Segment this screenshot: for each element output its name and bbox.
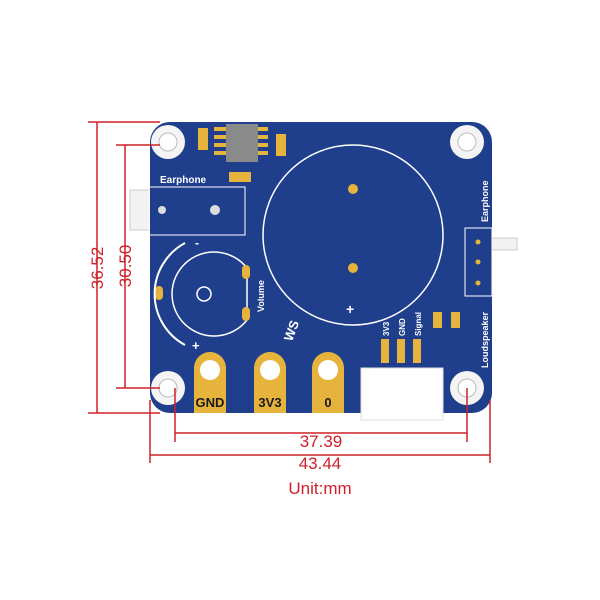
dimension-height-outer: 36.52 xyxy=(88,247,107,290)
volume-potentiometer xyxy=(153,242,250,346)
amplifier-chip xyxy=(198,124,286,182)
earphone-jack-outline xyxy=(148,186,246,236)
volume-plus-mark: + xyxy=(192,338,200,353)
dimension-width-inner: 37.39 xyxy=(300,432,343,451)
earphone-label: Earphone xyxy=(160,175,207,186)
header-connector xyxy=(360,367,444,421)
svg-text:0: 0 xyxy=(324,395,331,410)
dimension-height-inner: 30.50 xyxy=(116,245,135,288)
speaker-pad xyxy=(348,263,358,273)
header-pin xyxy=(413,339,421,363)
connector-pin xyxy=(475,280,481,286)
edge-pad-gnd: GND xyxy=(194,352,226,413)
header-pin xyxy=(381,339,389,363)
edge-pad-0: 0 xyxy=(312,352,344,413)
volume-label: Volume xyxy=(256,280,266,312)
header-label-gnd: GND xyxy=(398,318,407,336)
loudspeaker-label: Loudspeaker xyxy=(480,311,490,368)
header-label-signal: Signal xyxy=(414,312,423,336)
header-pin xyxy=(397,339,405,363)
dimension-lines xyxy=(88,121,491,463)
pcb-board xyxy=(150,122,492,413)
smd-component xyxy=(433,312,442,328)
jack-hole xyxy=(158,206,166,214)
connector-pin xyxy=(475,239,481,245)
unit-label: Unit:mm xyxy=(288,479,351,498)
earphone-side-label: Earphone xyxy=(480,180,490,222)
header-label-3v3: 3V3 xyxy=(382,321,391,336)
jack-hole xyxy=(210,205,220,215)
earphone-connector-outline xyxy=(464,227,493,297)
edge-pad-3v3: 3V3 xyxy=(254,352,286,413)
loudspeaker-outline xyxy=(262,144,444,326)
right-connector-pin xyxy=(491,237,518,251)
waveshare-logo: WS xyxy=(281,318,302,343)
svg-text:3V3: 3V3 xyxy=(258,395,281,410)
volume-minus-mark: - xyxy=(195,236,199,250)
connector-pin xyxy=(475,259,481,265)
speaker-pad xyxy=(348,184,358,194)
dimension-width-outer: 43.44 xyxy=(299,454,342,473)
speaker-plus-mark: + xyxy=(346,301,354,317)
svg-text:GND: GND xyxy=(196,395,225,410)
smd-component xyxy=(451,312,460,328)
